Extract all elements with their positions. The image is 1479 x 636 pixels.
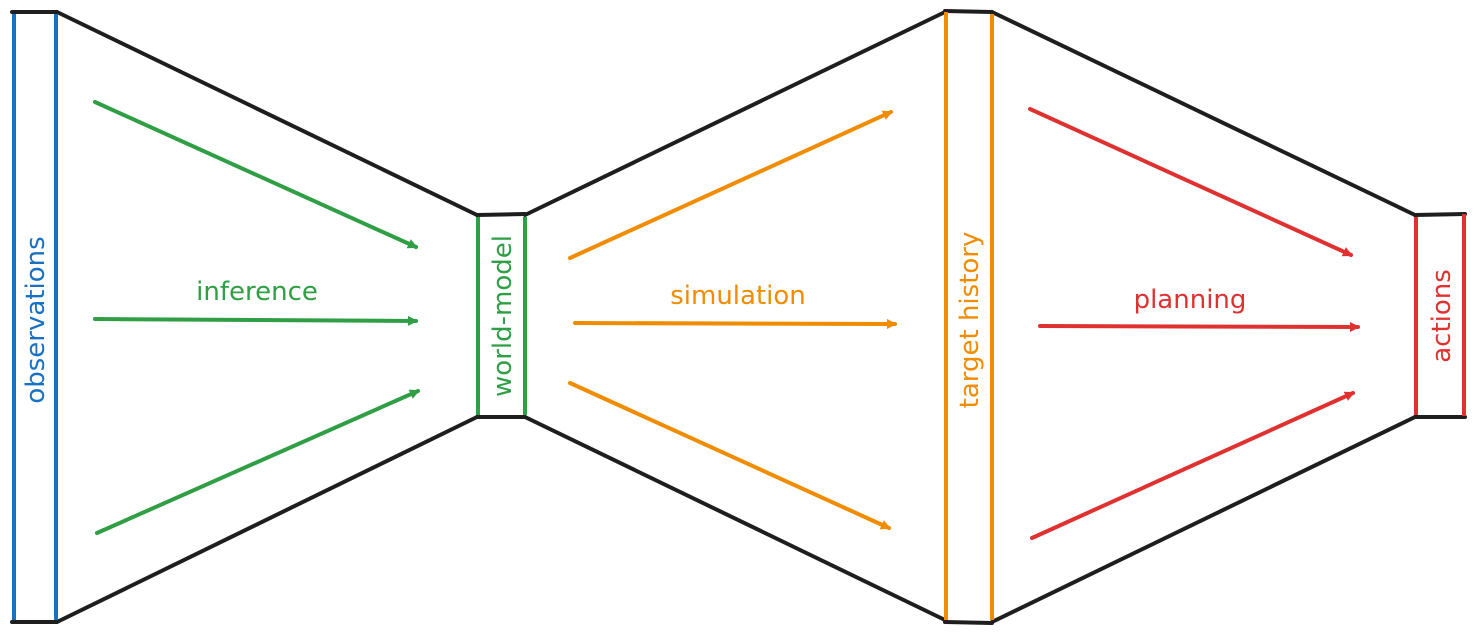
world-model-label: world-model <box>488 235 518 397</box>
simulation-arrow-bottom <box>568 381 891 530</box>
simulation-arrow-middle <box>573 318 897 329</box>
inference-arrow-middle <box>93 315 418 326</box>
target-history-bar <box>944 12 994 620</box>
planning-arrow-bottom <box>1030 391 1355 540</box>
target-history-label: target history <box>955 232 985 409</box>
planning-arrow-top <box>1028 107 1353 257</box>
world-model-box <box>476 217 527 415</box>
inference-arrows <box>93 100 420 535</box>
planning-label: planning <box>1134 285 1247 315</box>
planning-arrows <box>1028 107 1360 540</box>
simulation-arrows <box>568 110 897 530</box>
actions-box <box>1414 214 1466 416</box>
inference-arrow-bottom <box>95 389 420 535</box>
planning-arrow-middle <box>1038 321 1360 332</box>
observations-bar <box>12 14 58 620</box>
observations-label: observations <box>21 236 51 403</box>
simulation-arrow-top <box>568 110 893 260</box>
inference-label: inference <box>196 277 318 307</box>
funnel-outline <box>10 9 1467 625</box>
simulation-label: simulation <box>670 281 806 311</box>
actions-label: actions <box>1427 269 1457 363</box>
inference-arrow-top <box>93 100 418 249</box>
